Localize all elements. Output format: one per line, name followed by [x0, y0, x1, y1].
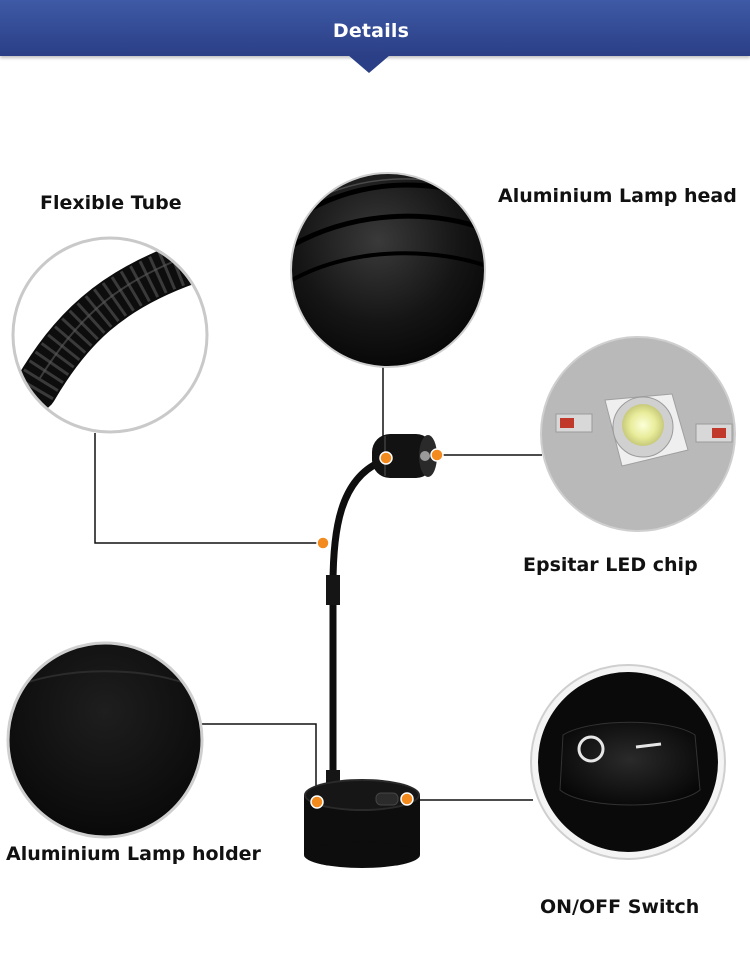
- connector-lines: [94, 366, 542, 802]
- lamp-head-detail: [291, 173, 485, 367]
- holder-marker: [310, 795, 324, 809]
- lamp-holder-frame: [6, 641, 204, 839]
- switch-on-symbol: [635, 742, 662, 749]
- led-chip-frame: [540, 336, 736, 532]
- tube-connector-line: [94, 433, 323, 544]
- led-chip-detail: [541, 337, 735, 531]
- lamp-head-frame: [290, 172, 486, 368]
- tube-collar: [326, 575, 340, 605]
- label-flexible-tube: Flexible Tube: [40, 192, 182, 214]
- callout-markers: [310, 448, 444, 809]
- label-switch: ON/OFF Switch: [540, 896, 700, 918]
- lamp-holder-product: [304, 779, 420, 868]
- switch-detail: [531, 665, 725, 859]
- label-lamp-holder: Aluminium Lamp holder: [6, 843, 261, 865]
- details-banner: Details: [0, 0, 750, 56]
- label-led-chip: Epsitar LED chip: [523, 554, 698, 576]
- head-marker: [379, 451, 393, 465]
- flexible-tube-detail: [13, 238, 207, 432]
- holder-connector-line: [200, 723, 317, 802]
- switch-off-symbol: [577, 735, 605, 763]
- banner-pointer: [348, 55, 390, 73]
- gooseneck-tube: [329, 458, 384, 789]
- lamp-product: [304, 434, 437, 868]
- switch-frame: [530, 664, 726, 860]
- led-marker: [430, 448, 444, 462]
- banner-title: Details: [332, 20, 410, 42]
- flexible-tube-frame: [11, 236, 209, 434]
- tube-marker: [316, 536, 330, 550]
- switch-marker: [400, 792, 414, 806]
- label-lamp-head: Aluminium Lamp head: [498, 185, 737, 207]
